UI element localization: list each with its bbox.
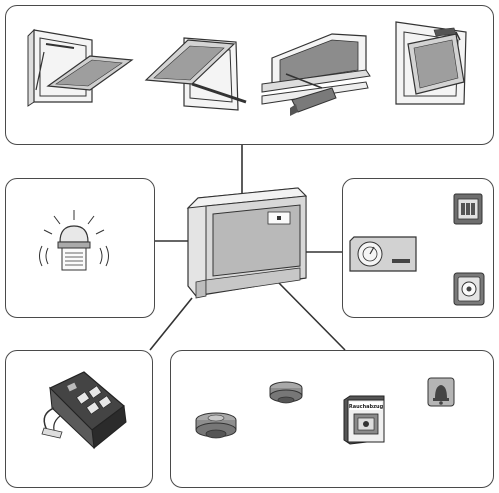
wall-switch-icon <box>453 193 483 225</box>
heat-detector-icon <box>269 381 303 404</box>
bottom-hinged-window-icon <box>395 21 467 105</box>
manual-call-point-icon: Rauchabzug <box>343 395 385 445</box>
control-panel-icon <box>186 187 308 299</box>
line-to-detectors <box>275 279 346 351</box>
remote-control-icon <box>41 371 127 450</box>
connection-lines <box>149 145 346 351</box>
flashing-beacon-icon <box>39 210 109 271</box>
tilt-window-chain-actuator-icon <box>27 28 134 107</box>
line-to-remote <box>149 297 193 351</box>
smoke-detector-icon <box>195 412 237 439</box>
rain-wind-sensor-icon <box>349 236 417 272</box>
thermostat-button-icon <box>453 272 485 306</box>
alarm-bell-icon <box>427 377 455 407</box>
top-hung-window-spindle-icon <box>144 37 247 111</box>
window-linear-actuator-icon <box>261 33 371 116</box>
call-point-label: Rauchabzug <box>349 404 384 410</box>
